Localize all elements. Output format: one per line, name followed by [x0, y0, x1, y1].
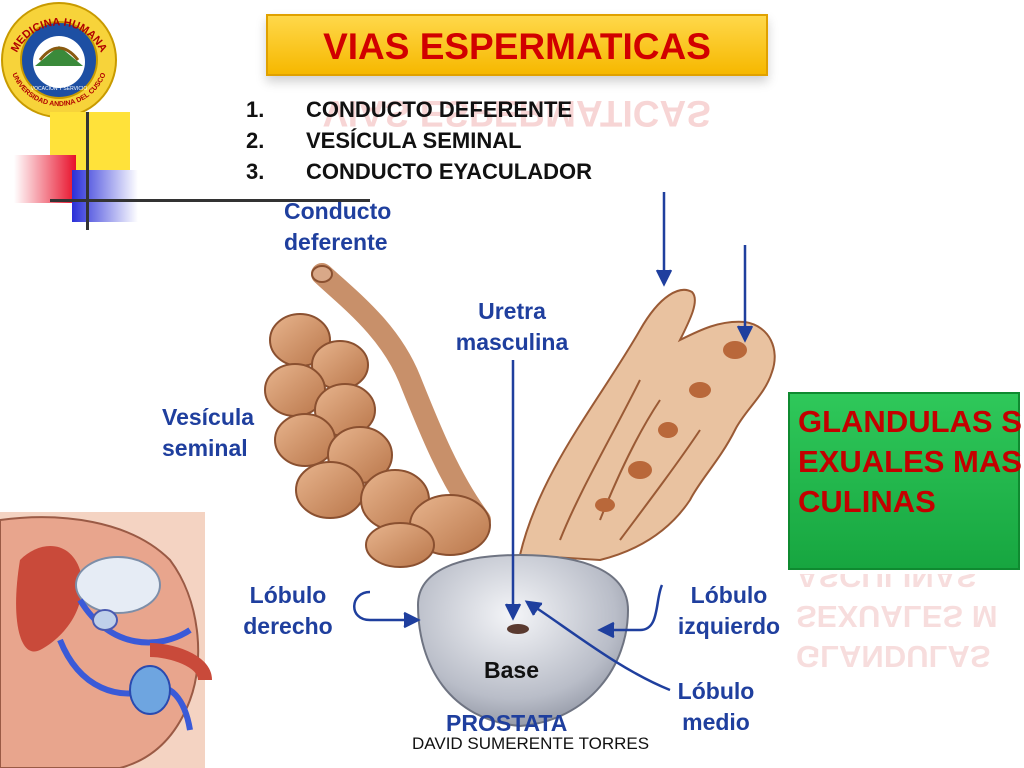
- deco-square-blue: [72, 170, 138, 222]
- list-item: 2. VESÍCULA SEMINAL: [246, 125, 592, 156]
- deferent-duct-left: [311, 263, 491, 531]
- label-line: Lóbulo: [690, 582, 768, 608]
- label-prostata: PROSTATA: [446, 710, 568, 736]
- list-item-text: VESÍCULA SEMINAL: [306, 128, 522, 153]
- label-line: derecho: [243, 613, 333, 639]
- label-line: Vesícula: [162, 404, 255, 430]
- logo-motto: VOCACIÓN Y SERVICIO: [31, 85, 88, 92]
- deco-square-red: [14, 155, 76, 203]
- label-line: medio: [682, 709, 750, 735]
- deco-horizontal-line: [50, 199, 370, 202]
- list-item-text: CONDUCTO EYACULADOR: [306, 159, 593, 184]
- footer-author: DAVID SUMERENTE TORRES: [412, 734, 650, 753]
- side-box-glandulas: GLANDULAS SEXUALES MASCULINAS: [788, 392, 1022, 570]
- label-vesicula-seminal: Vesícula seminal: [162, 402, 254, 464]
- right-seminal-vesicle: [264, 313, 491, 568]
- label-lobulo-izquierdo: Lóbulo izquierdo: [666, 580, 792, 642]
- label-base: Base: [484, 657, 539, 683]
- list-item-text: CONDUCTO DEFERENTE: [306, 97, 573, 122]
- deco-vertical-line: [86, 112, 89, 230]
- ducts-list: 1. CONDUCTO DEFERENTE 2. VESÍCULA SEMINA…: [246, 94, 592, 187]
- label-line: izquierdo: [677, 613, 781, 639]
- label-line: Lóbulo: [249, 582, 327, 608]
- title-box: VIAS ESPERMATICAS: [266, 14, 768, 76]
- label-line: Uretra: [478, 298, 546, 324]
- side-box-reflection-text: GLANDULAS SEXUALES MASCULINAS: [796, 574, 998, 674]
- label-line: Conducto: [284, 198, 392, 224]
- list-item-number: 3.: [246, 159, 265, 184]
- label-line: seminal: [162, 435, 248, 461]
- page-title: VIAS ESPERMATICAS: [323, 26, 711, 67]
- list-item: 1. CONDUCTO DEFERENTE: [246, 94, 592, 125]
- label-line: masculina: [455, 329, 569, 355]
- left-seminal-vesicle-section: [518, 288, 776, 562]
- pointer-arrows: [353, 192, 754, 692]
- list-item: 3. CONDUCTO EYACULADOR: [246, 156, 592, 187]
- label-line: deferente: [284, 229, 388, 255]
- label-conducto-deferente: Conducto deferente: [284, 196, 391, 258]
- label-lobulo-derecho: Lóbulo derecho: [230, 580, 346, 642]
- list-item-number: 1.: [246, 97, 265, 122]
- side-box-reflection: GLANDULAS SEXUALES MASCULINAS: [788, 574, 1020, 684]
- label-uretra-masculina: Uretra masculina: [452, 296, 572, 358]
- prostate: [416, 553, 630, 728]
- university-logo: MEDICINA HUMANA UNIVERSIDAD ANDINA DEL C…: [0, 0, 118, 120]
- label-line: Lóbulo: [677, 678, 755, 704]
- sagittal-inset: [0, 512, 212, 768]
- side-box-text: GLANDULAS SEXUALES MASCULINAS: [798, 404, 1022, 519]
- list-item-number: 2.: [246, 128, 265, 153]
- label-lobulo-medio: Lóbulo medio: [668, 676, 764, 738]
